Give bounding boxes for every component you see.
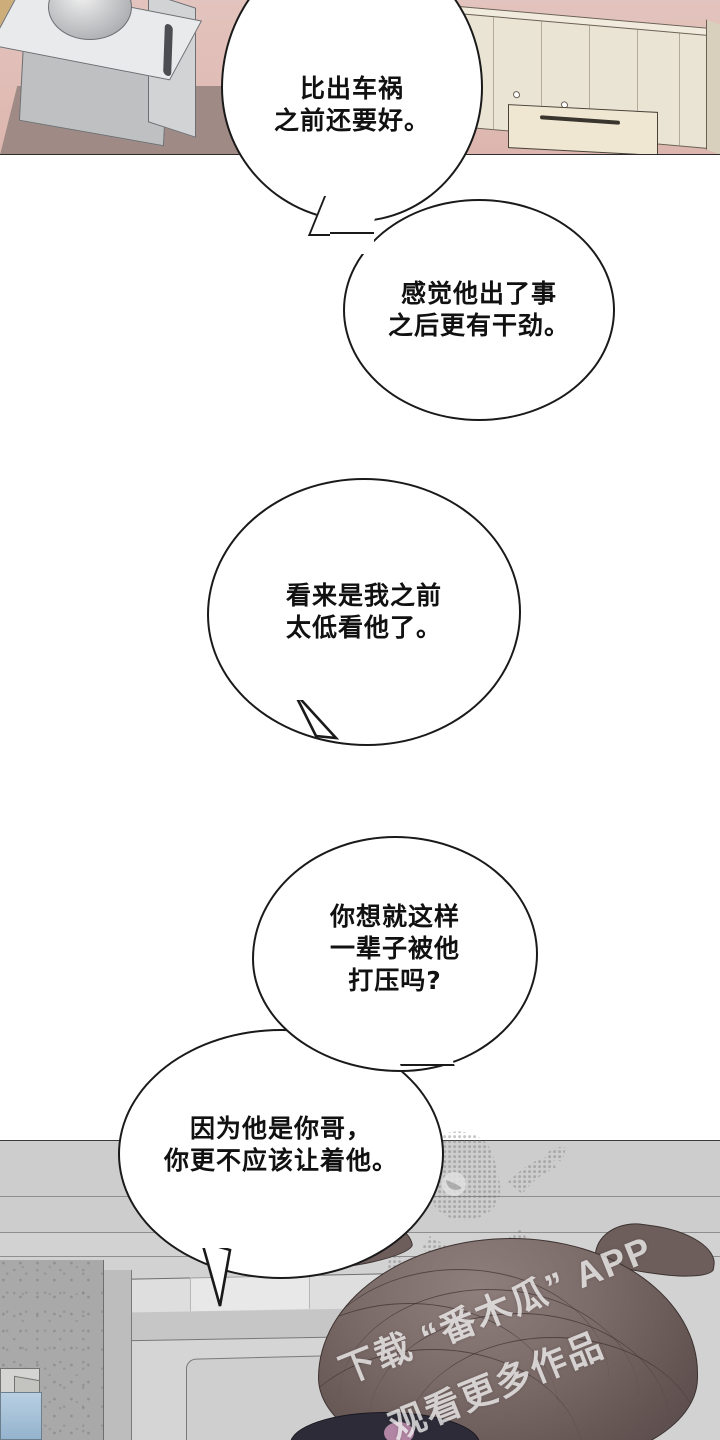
- speech-bubble-5-tail: [196, 1240, 256, 1325]
- speech-bubble-3: 看来是我之前 太低看他了。: [207, 478, 521, 746]
- blue-glass-panel: [0, 1392, 42, 1440]
- headboard-right-edge: [706, 19, 720, 155]
- speech-bubble-2: 感觉他出了事 之后更有干劲。: [343, 199, 615, 421]
- cushion: [508, 104, 658, 155]
- speech-bubble-2-text: 感觉他出了事 之后更有干劲。: [387, 279, 570, 340]
- concrete-pillar-secondary: [104, 1270, 132, 1440]
- speech-bubble-1: 比出车祸 之前还要好。: [221, 0, 483, 222]
- speech-bubble-4-text: 你想就这样 一辈子被他 打压吗?: [329, 902, 460, 995]
- speech-bubble-1-text: 比出车祸 之前还要好。: [273, 74, 430, 135]
- speech-bubble-2-notch: [330, 232, 374, 254]
- hair-accessory: [384, 1422, 414, 1440]
- speech-bubble-4: 你想就这样 一辈子被他 打压吗?: [252, 836, 538, 1072]
- tuft-button: [513, 90, 520, 99]
- speech-bubble-3-text: 看来是我之前 太低看他了。: [285, 581, 442, 642]
- appliance-box: [0, 0, 230, 155]
- speech-bubble-4-5-notch: [391, 1040, 455, 1066]
- speech-bubble-5-text: 因为他是你哥， 你更不应该让着他。: [163, 1114, 398, 1175]
